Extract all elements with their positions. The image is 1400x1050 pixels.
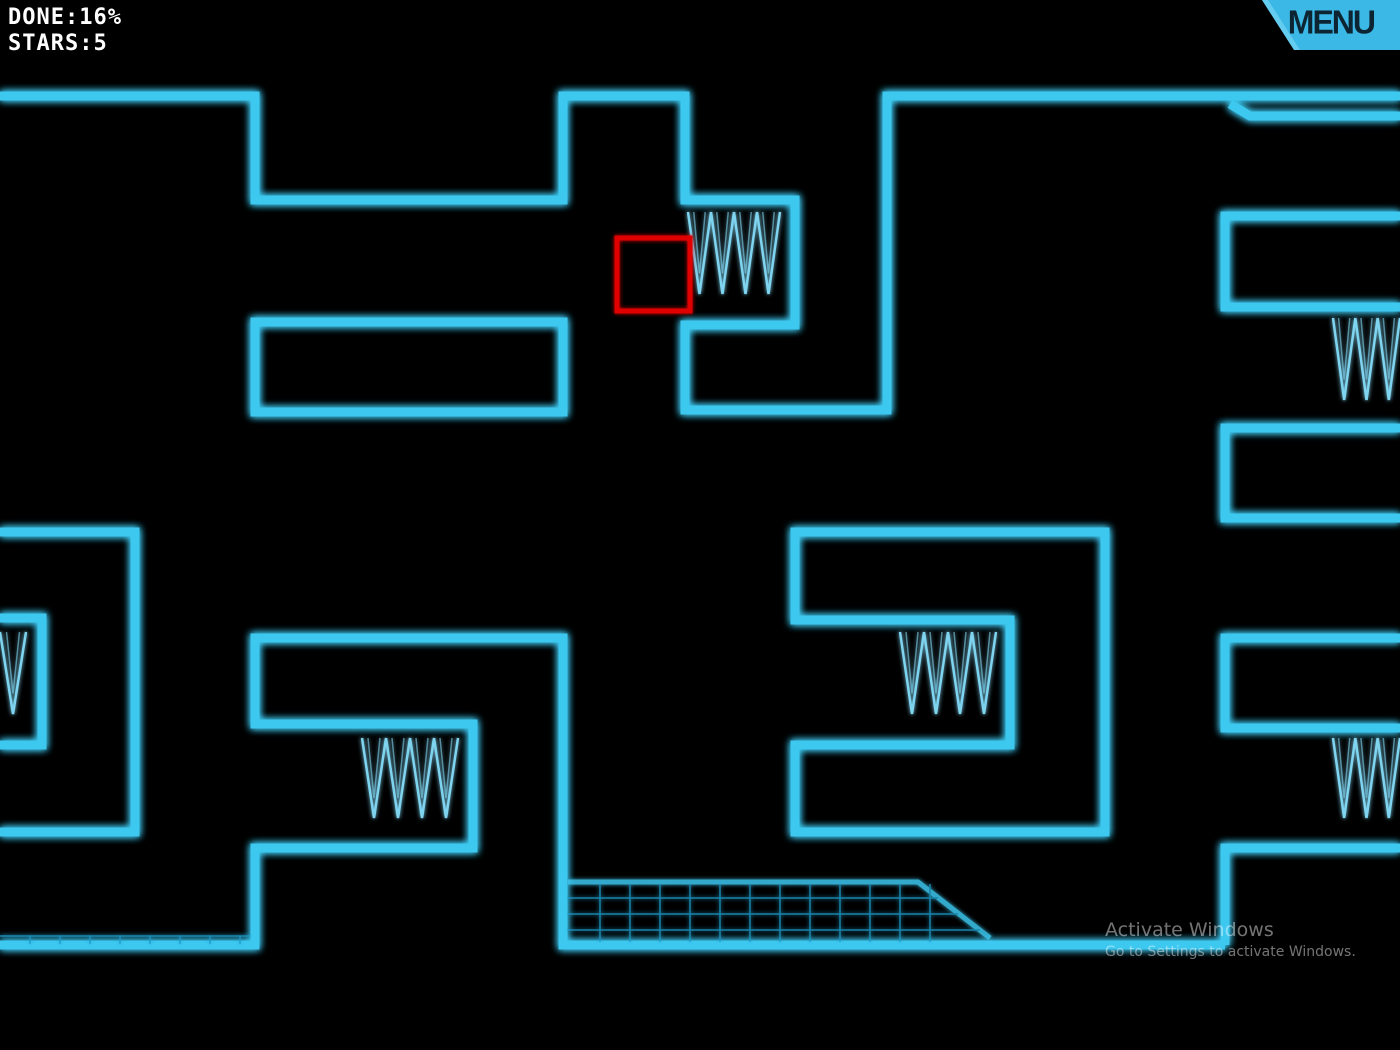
wall-block-mid-left	[250, 317, 568, 417]
spike-inner	[762, 211, 775, 274]
spike-inner	[1382, 317, 1396, 380]
spike	[1376, 317, 1400, 401]
stars-indicator: STARS: 5	[8, 31, 108, 56]
windows-activation-watermark: Activate Windows Go to Settings to activ…	[1105, 918, 1356, 962]
done-label: DONE	[8, 5, 65, 30]
spike-inner	[1360, 737, 1373, 799]
spike	[898, 631, 926, 715]
spike-inner	[977, 631, 991, 694]
spike-inner	[439, 737, 453, 799]
spike	[0, 631, 28, 715]
spike-inner	[953, 631, 967, 694]
wall-right-block-3	[1220, 633, 1400, 733]
spike-inner	[1360, 317, 1373, 380]
spike	[1331, 317, 1357, 401]
spike-traps	[0, 211, 1400, 819]
spike-inner	[905, 631, 919, 694]
spike	[432, 737, 460, 819]
wall-right-block-4	[1220, 843, 1400, 945]
spike	[384, 737, 412, 819]
spike-cluster	[1331, 317, 1400, 401]
spike	[946, 631, 974, 715]
spike-cluster	[1331, 737, 1400, 819]
spike-inner	[391, 737, 405, 799]
neon-walls	[0, 91, 1400, 950]
spike-cluster	[0, 631, 28, 715]
floor-grid	[0, 879, 992, 944]
spike	[970, 631, 998, 715]
watermark-subtitle: Go to Settings to activate Windows.	[1105, 944, 1356, 960]
spike	[408, 737, 436, 819]
spike-inner	[1337, 317, 1351, 380]
spike-inner	[1337, 737, 1351, 799]
spike	[1354, 737, 1379, 819]
player-square	[614, 235, 693, 314]
spike-inner	[929, 631, 943, 694]
spike-inner	[1382, 737, 1396, 799]
menu-button-bg	[1262, 0, 1400, 50]
watermark-title: Activate Windows	[1105, 919, 1274, 941]
wall-lower-middle	[0, 633, 1225, 950]
spike-cluster	[898, 631, 998, 715]
wall-top-left	[0, 91, 1400, 415]
wall-top-right-accent	[1227, 100, 1400, 121]
spike-inner	[5, 631, 21, 694]
spike	[1331, 737, 1357, 819]
spike	[755, 211, 782, 295]
stars-label: STARS	[8, 31, 80, 56]
wall-right-block-1	[1220, 211, 1400, 312]
spike-inner	[739, 211, 752, 274]
spike	[709, 211, 736, 295]
done-value: 16%	[79, 5, 122, 30]
spike	[922, 631, 950, 715]
spike-cluster	[360, 737, 460, 819]
hud: DONE: 16% STARS: 5	[8, 5, 122, 57]
done-indicator: DONE: 16%	[8, 5, 122, 30]
spike	[360, 737, 388, 819]
spike-cluster	[686, 211, 782, 295]
spike	[732, 211, 759, 295]
spike	[1354, 317, 1379, 401]
spike-inner	[367, 737, 381, 799]
stars-value: 5	[93, 31, 108, 56]
menu-button[interactable]: MENU	[1262, 0, 1400, 50]
wall-left-inner	[0, 613, 47, 750]
spike-inner	[415, 737, 429, 799]
menu-label: MENU	[1287, 3, 1376, 41]
spike-inner	[693, 211, 706, 274]
wall-right-block-2	[1220, 423, 1400, 523]
wall-lower-right	[790, 527, 1110, 837]
spike	[1376, 737, 1400, 819]
spike-inner	[716, 211, 729, 274]
wall-left-bottom	[0, 527, 140, 837]
